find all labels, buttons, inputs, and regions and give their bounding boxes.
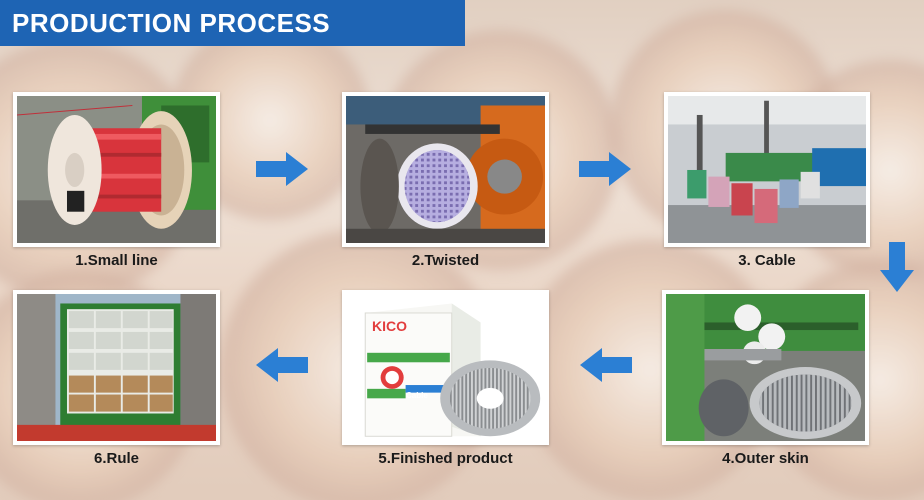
- step-2-photo: [342, 92, 549, 247]
- step-3-label: 3. Cable: [738, 252, 796, 269]
- step-6-photo: [13, 290, 220, 445]
- arrow-down-icon: [880, 242, 914, 292]
- step-4-photo: [662, 290, 869, 445]
- step-1-label: 1.Small line: [75, 252, 158, 269]
- arrow-left-1-icon: [580, 348, 632, 382]
- box-cable-text: Cable: [406, 391, 428, 400]
- section-header: PRODUCTION PROCESS: [0, 0, 465, 46]
- header-title: PRODUCTION PROCESS: [12, 7, 331, 38]
- step-4-label: 4.Outer skin: [722, 450, 809, 467]
- arrow-left-2-icon: [256, 348, 308, 382]
- step-1-photo: [13, 92, 220, 247]
- arrow-right-2-icon: [579, 152, 631, 186]
- step-6-label: 6.Rule: [93, 450, 139, 467]
- step-5-photo: KICO Cable: [342, 290, 549, 445]
- step-2-label: 2.Twisted: [411, 252, 480, 269]
- arrow-right-1-icon: [256, 152, 308, 186]
- step-5-label: 5.Finished product: [378, 450, 513, 467]
- step-3-photo: [664, 92, 870, 247]
- box-brand-text: KICO: [372, 318, 407, 334]
